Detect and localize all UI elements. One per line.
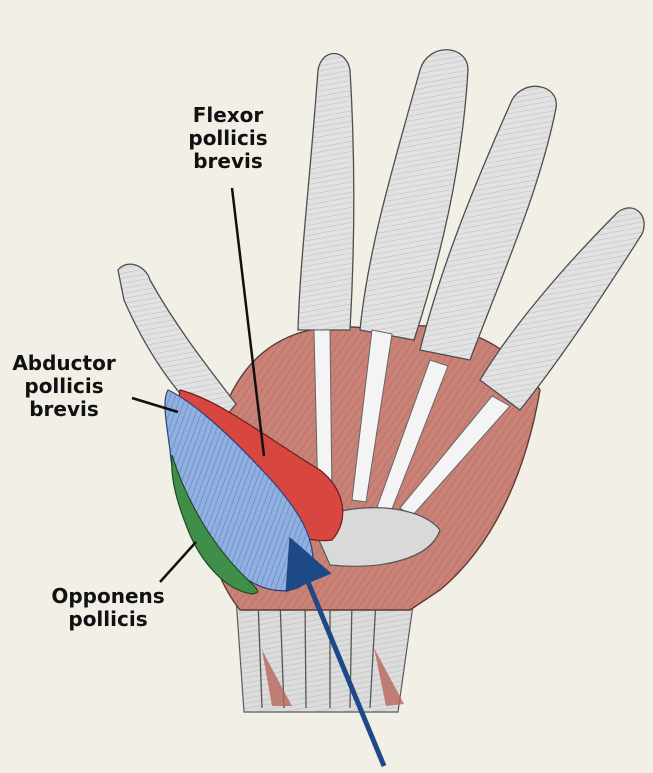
label-abductor-pollicis-brevis: Abductor pollicis brevis [0,352,128,421]
label-flexor-pollicis-brevis: Flexor pollicis brevis [168,104,288,173]
label-opponens-pollicis: Opponens pollicis [28,585,188,631]
leader-line-opponens [160,542,196,582]
wrist-tendons [236,598,414,712]
